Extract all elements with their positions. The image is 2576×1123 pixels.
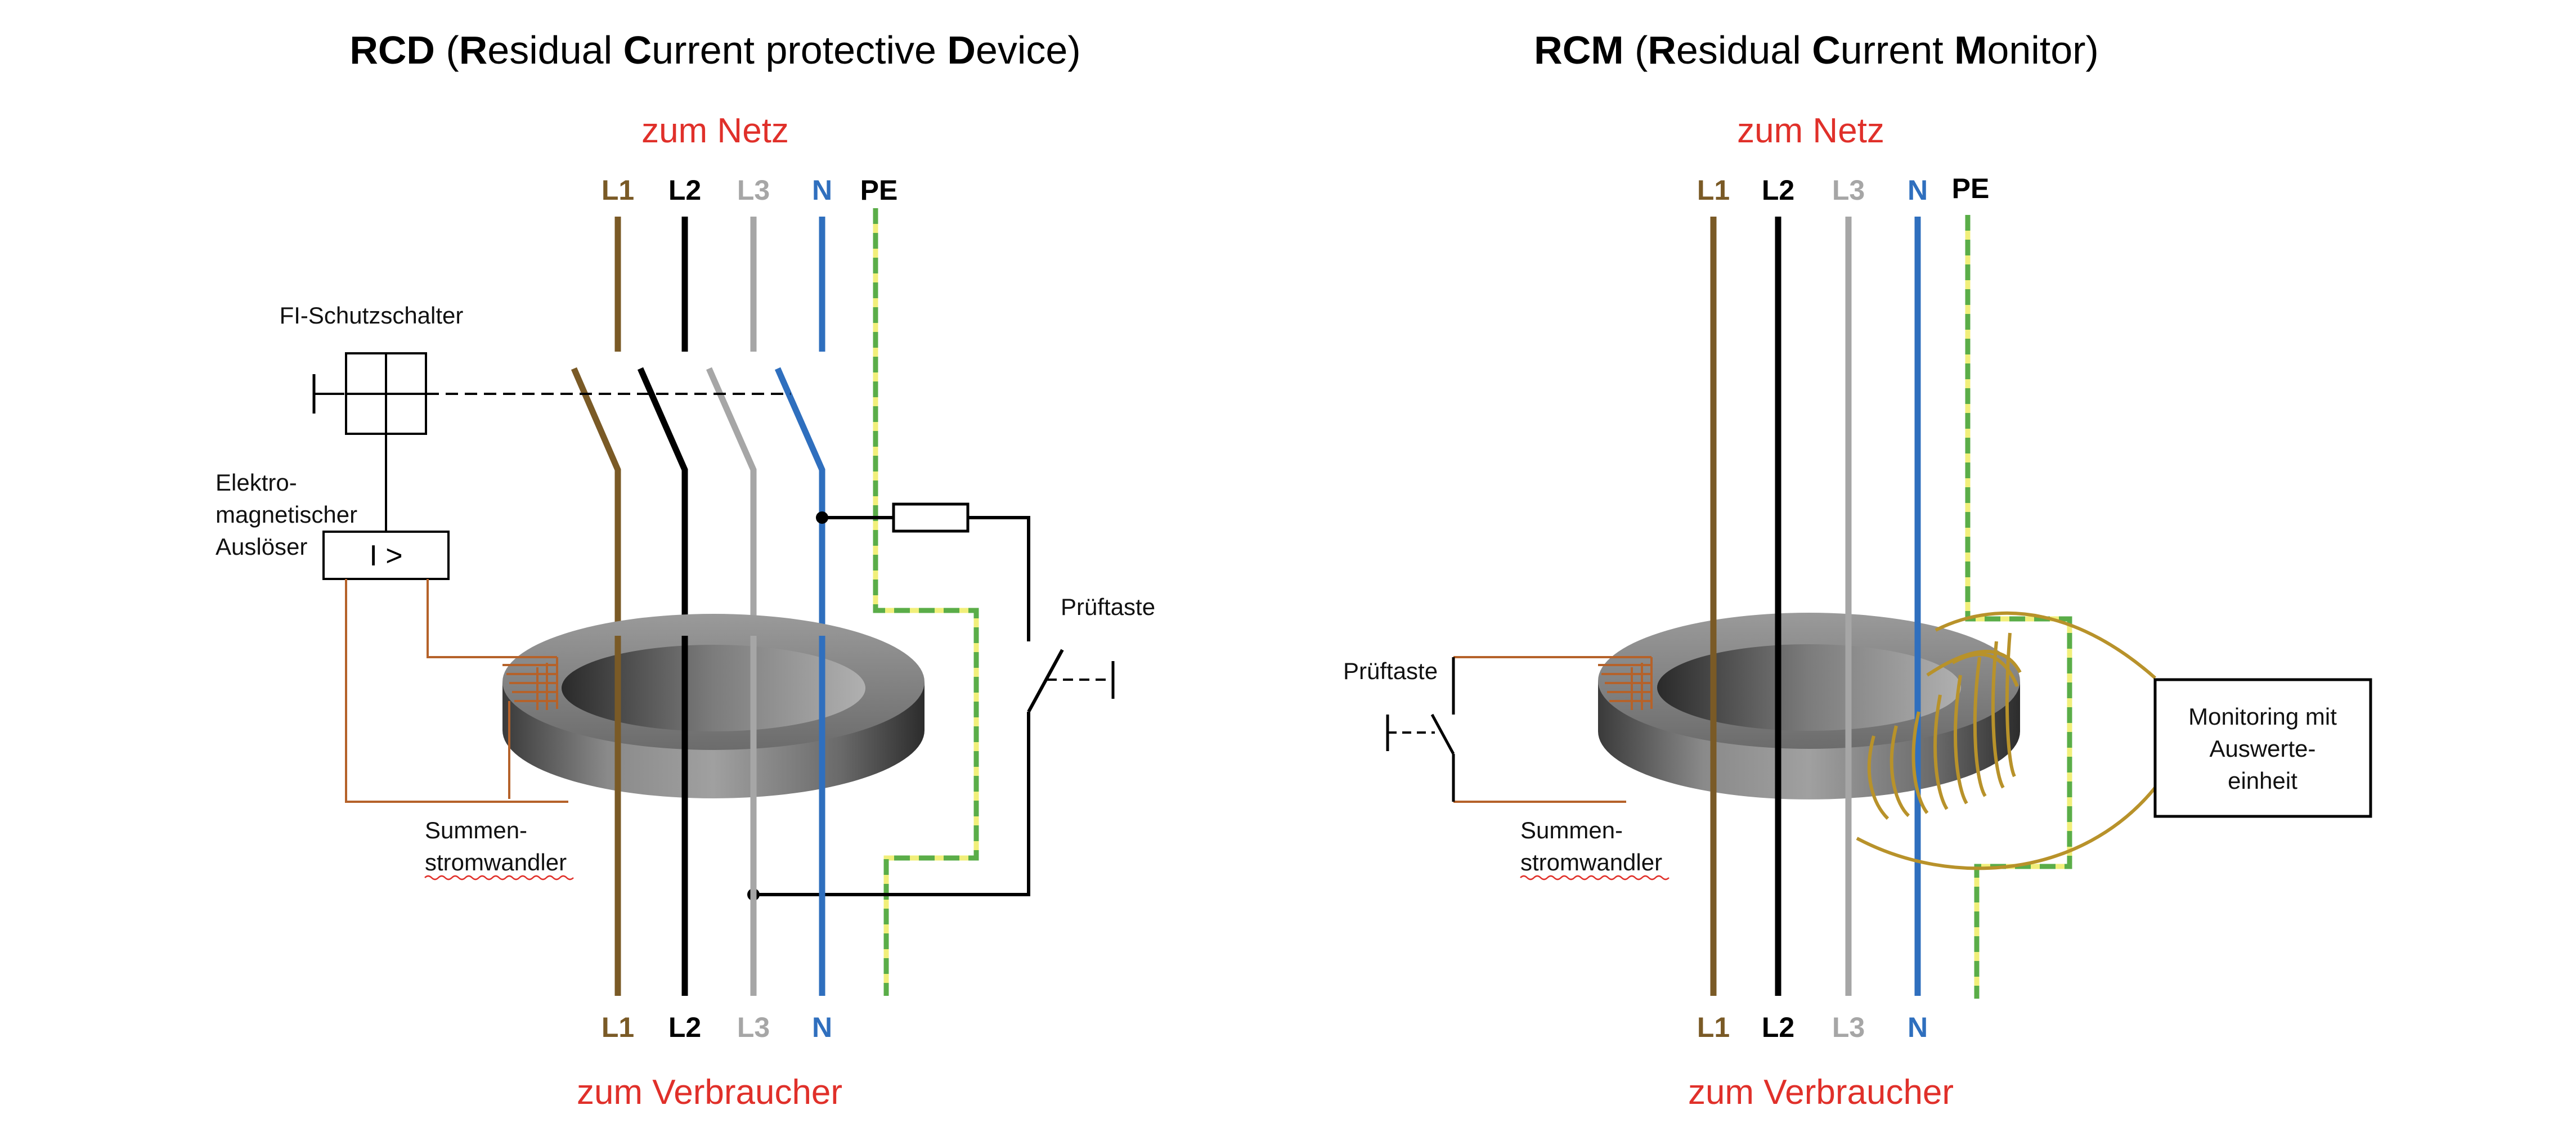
- rcm-label-pe-top: PE: [1952, 173, 1990, 204]
- rcm-transformer-label-line1: Summen-: [1520, 817, 1623, 843]
- rcm-monitoring-coil: [1856, 611, 2157, 870]
- rcd-label-n-top: N: [812, 174, 832, 206]
- rcm-title-part: (: [1624, 28, 1648, 72]
- rcm-pe-conductor: [1965, 215, 2072, 999]
- rcm-title-part: urrent: [1841, 28, 1954, 72]
- rcm-top-label: zum Netz: [1737, 111, 1884, 150]
- monitoring-unit-label-line2: Auswerte-: [2209, 735, 2315, 762]
- rcd-title-part: urrent protective: [652, 28, 947, 72]
- rcd-spellcheck-underline: [424, 875, 574, 881]
- test-resistor-icon: [892, 502, 970, 533]
- rcm-label-l2-bottom: L2: [1762, 1012, 1794, 1043]
- rcm-title-part: C: [1812, 28, 1841, 72]
- rcd-title-part: (: [435, 28, 459, 72]
- rcm-title-part: R: [1648, 28, 1676, 72]
- rcm-title-part: M: [1954, 28, 1987, 72]
- rcd-label-n-bottom: N: [812, 1012, 832, 1043]
- rcm-test-button-icon: [1386, 657, 1455, 802]
- rcd-transformer-label-line1: Summen-: [425, 817, 527, 843]
- rcd-test-circuit: [753, 516, 1064, 896]
- rcm-title-part: onitor): [1987, 28, 2098, 72]
- rcm-transformer-label-line2: stromwandler: [1520, 849, 1662, 875]
- rcd-title: RCD (Residual Current protective Device): [349, 28, 1080, 72]
- trip-unit-label-line1: Elektro-: [216, 469, 297, 496]
- rcd-label-l2-bottom: L2: [668, 1012, 701, 1043]
- rcm-spellcheck-underline: [1520, 875, 1670, 881]
- rcm-title-part: RCM: [1534, 28, 1623, 72]
- rcd-label-l1-bottom: L1: [602, 1012, 634, 1043]
- rcd-top-label: zum Netz: [641, 111, 789, 150]
- rcm-label-l1-top: L1: [1697, 174, 1730, 206]
- rcd-label-l2-top: L2: [668, 174, 701, 206]
- rcm-title-part: esidual: [1676, 28, 1812, 72]
- rcd-title-part: esidual: [487, 28, 623, 72]
- rcd-label-pe-top: PE: [860, 174, 898, 206]
- rcd-test-label: Prüftaste: [1061, 594, 1155, 620]
- rcm-label-l3-bottom: L3: [1832, 1012, 1865, 1043]
- monitoring-unit-label-line3: einheit: [2228, 767, 2297, 794]
- rcd-title-part: evice): [976, 28, 1081, 72]
- rcd-conductors-lower: [614, 636, 825, 996]
- rcm-conductors: [1710, 217, 1921, 996]
- trip-unit-symbol: I >: [369, 540, 402, 572]
- fi-switch-icon: [345, 352, 427, 435]
- rcm-label-n-bottom: N: [1908, 1012, 1928, 1043]
- rcm-label-n-top: N: [1908, 174, 1928, 206]
- rcd-label-l1-top: L1: [602, 174, 634, 206]
- rcd-title-part: D: [947, 28, 976, 72]
- rcd-conductors-upper: [571, 217, 825, 636]
- fi-switch-label: FI-Schutzschalter: [280, 302, 464, 329]
- rcd-panel: RCD (Residual Current protective Device)…: [216, 28, 1155, 1112]
- rcd-title-part: RCD: [349, 28, 435, 72]
- rcd-pe-conductor: [873, 208, 979, 996]
- rcm-label-l2-top: L2: [1762, 174, 1794, 206]
- rcd-title-part: R: [459, 28, 488, 72]
- rcd-junction-n: [816, 511, 828, 524]
- rcd-label-l3-bottom: L3: [737, 1012, 770, 1043]
- trip-unit-label-line3: Auslöser: [216, 533, 307, 560]
- rcd-toroid-icon: [502, 614, 925, 798]
- rcd-label-l3-top: L3: [737, 174, 770, 206]
- rcd-transformer-label-line2: stromwandler: [425, 849, 567, 875]
- rcm-bottom-label: zum Verbraucher: [1688, 1073, 1954, 1112]
- trip-unit-label-line2: magnetischer: [216, 501, 357, 528]
- monitoring-unit-label-line1: Monitoring mit: [2188, 703, 2337, 730]
- rcd-bottom-label: zum Verbraucher: [577, 1073, 842, 1112]
- trip-unit-box: [322, 531, 450, 580]
- rcd-title-part: C: [623, 28, 652, 72]
- rcm-label-l3-top: L3: [1832, 174, 1865, 206]
- rcm-label-l1-bottom: L1: [1697, 1012, 1730, 1043]
- rcm-test-label: Prüftaste: [1343, 658, 1438, 684]
- test-button-icon: [1047, 661, 1115, 699]
- rcd-mechanical-link: [312, 374, 791, 414]
- monitoring-unit-box: [2153, 678, 2372, 818]
- rcm-title: RCM (Residual Current Monitor): [1534, 28, 2099, 72]
- rcd-secondary-winding: [345, 579, 568, 803]
- rcm-secondary-winding: [1453, 656, 1653, 803]
- rcm-panel: RCM (Residual Current Monitor) zum Netz …: [1343, 28, 2372, 1112]
